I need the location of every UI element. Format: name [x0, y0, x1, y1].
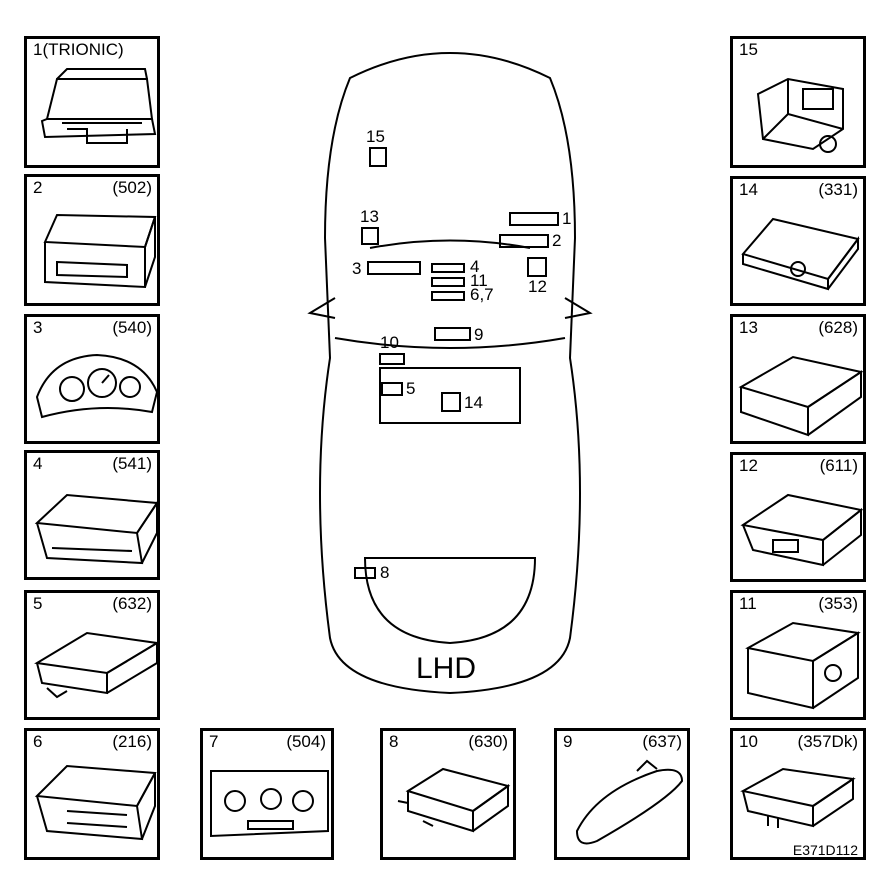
- climate-control-panel-icon: [34, 764, 157, 841]
- car-top-view-diagram: 1 2 3 4 5 6,7 8 9 10 11 12 13 14 15 LHD: [307, 52, 593, 695]
- panel-code: (540): [112, 318, 152, 337]
- panel-code: (541): [112, 454, 152, 473]
- panel-code: (357Dk): [797, 732, 858, 751]
- car-label-1: 1: [562, 209, 571, 228]
- panel-number: 14: [739, 180, 758, 199]
- panel-number: 5: [33, 594, 43, 613]
- control-module-icon: [740, 493, 864, 567]
- panel-number: 1(TRIONIC): [33, 40, 124, 59]
- panel-code: (632): [112, 594, 152, 613]
- panel-12: 12 (611): [730, 452, 866, 582]
- car-label-13: 13: [360, 207, 379, 226]
- radio-unit-icon: [745, 621, 861, 710]
- panel-number: 3: [33, 318, 43, 337]
- figure-reference: E371D112: [792, 842, 858, 858]
- panel-number: 9: [563, 732, 573, 751]
- car-label-15: 15: [366, 127, 385, 146]
- airbag-module-icon: [741, 217, 860, 291]
- abs-unit-icon: [756, 77, 844, 153]
- panel-number: 7: [209, 732, 219, 751]
- panel-number: 4: [33, 454, 43, 473]
- panel-14: 14 (331): [730, 176, 866, 306]
- panel-number: 6: [33, 732, 43, 751]
- panel-number: 13: [739, 318, 758, 337]
- panel-13: 13 (628): [730, 314, 866, 444]
- car-label-11: 11: [470, 271, 488, 290]
- car-label-4: 4: [470, 257, 479, 276]
- panel-9: 9 (637): [554, 728, 690, 860]
- panel-number: 8: [389, 732, 399, 751]
- panel-5: 5 (632): [24, 590, 160, 720]
- car-label-10: 10: [380, 333, 399, 352]
- panel-code: (331): [818, 180, 858, 199]
- instrument-cluster-icon: [35, 353, 159, 419]
- panel-15: 15: [730, 36, 866, 168]
- car-label-5: 5: [406, 379, 415, 398]
- trionic-ecu-icon: [40, 68, 157, 144]
- panel-code: (630): [468, 732, 508, 751]
- panel-code: (611): [819, 456, 858, 475]
- control-module-icon: [397, 767, 511, 833]
- panel-code: (502): [112, 178, 152, 197]
- car-label-8: 8: [380, 563, 389, 582]
- car-label-2: 2: [552, 231, 561, 250]
- control-module-icon: [34, 631, 160, 699]
- cd-changer-icon: [738, 355, 864, 437]
- heater-control-panel-icon: [210, 770, 329, 838]
- panel-number: 2: [33, 178, 43, 197]
- rear-view-mirror-icon: [575, 759, 684, 845]
- panel-6: 6 (216): [24, 728, 160, 860]
- panel-number: 11: [739, 594, 757, 613]
- car-label-12: 12: [528, 277, 547, 296]
- panel-7: 7 (504): [200, 728, 334, 860]
- panel-number: 12: [739, 456, 758, 475]
- car-label-9: 9: [474, 325, 483, 344]
- panel-code: (353): [818, 594, 858, 613]
- panel-1: 1(TRIONIC): [24, 36, 160, 168]
- panel-number: 15: [739, 40, 758, 59]
- panel-2: 2 (502): [24, 174, 160, 306]
- panel-number: 10: [739, 732, 758, 751]
- panel-code: (504): [286, 732, 326, 751]
- control-module-icon: [740, 767, 856, 828]
- control-module-icon: [43, 213, 157, 289]
- display-unit-icon: [34, 493, 159, 565]
- panel-8: 8 (630): [380, 728, 516, 860]
- car-label-6-7: 6,7: [470, 285, 494, 304]
- panel-10: 10 (357Dk): [730, 728, 866, 860]
- panel-3: 3 (540): [24, 314, 160, 444]
- panel-code: (216): [112, 732, 152, 751]
- panel-4: 4 (541): [24, 450, 160, 580]
- panel-code: (628): [818, 318, 858, 337]
- car-label-3: 3: [352, 259, 361, 278]
- car-label-14: 14: [464, 393, 483, 412]
- panel-code: (637): [642, 732, 682, 751]
- lhd-badge: LHD: [416, 652, 476, 685]
- panel-11: 11 (353): [730, 590, 866, 720]
